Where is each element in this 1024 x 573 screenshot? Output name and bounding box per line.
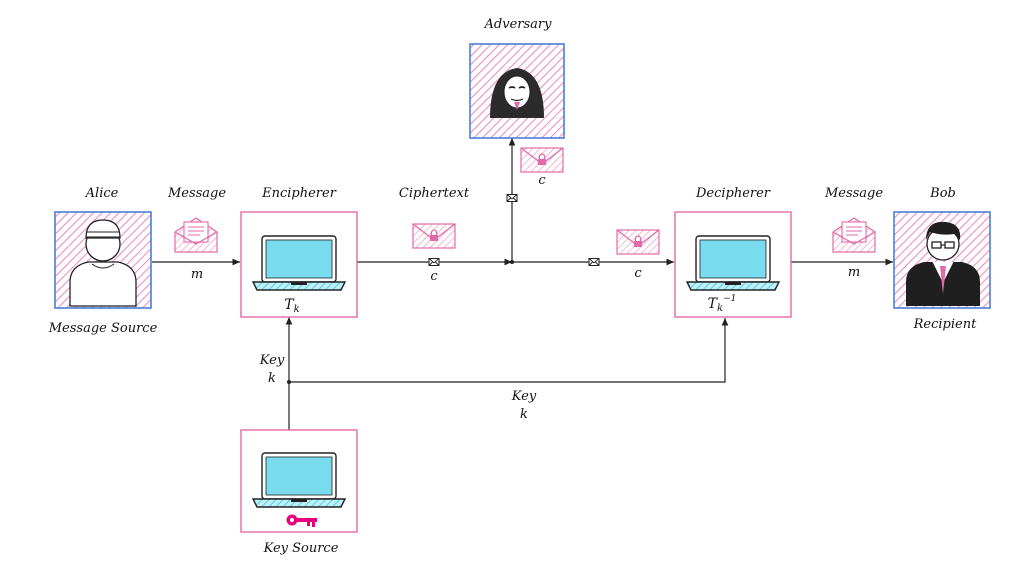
message-left-label: Message (167, 186, 226, 201)
cipher-junction-dot (510, 260, 514, 264)
c-adversary-label: c (538, 173, 546, 188)
c-right-label: c (634, 266, 642, 281)
alice-avatar-icon (69, 219, 137, 307)
m-left-label: m (191, 267, 203, 282)
wire-key-to-decipherer (289, 318, 729, 383)
t-k-label: Tk (284, 297, 299, 315)
key-right-var: k (520, 407, 528, 422)
m-right-label: m (848, 265, 860, 280)
hacker-mask-icon (490, 68, 544, 118)
open-mail-icon (174, 217, 218, 253)
key-right-label: Key (511, 389, 537, 404)
intercepted-envelope-icon (520, 147, 564, 173)
bob-label: Bob (929, 186, 956, 201)
mini-envelope-icon (588, 258, 600, 266)
laptop-icon (686, 235, 780, 291)
recipient-label: Recipient (913, 317, 977, 332)
locked-envelope-icon (616, 229, 660, 255)
mini-envelope-icon (506, 194, 518, 202)
encipherer-label: Encipherer (261, 186, 337, 201)
open-mail-icon (832, 217, 876, 253)
mini-envelope-icon (428, 258, 440, 266)
key-left-label: Key (259, 353, 285, 368)
message-right-label: Message (824, 186, 883, 201)
message-source-label: Message Source (48, 321, 158, 336)
t-inverse-label: Tk−1 (708, 294, 737, 314)
key-source-label: Key Source (263, 541, 339, 556)
c-main-label: c (430, 269, 438, 284)
alice-label: Alice (85, 186, 119, 201)
key-junction-dot (287, 380, 291, 384)
decipherer-label: Decipherer (695, 186, 771, 201)
laptop-icon (252, 235, 346, 291)
key-left-var: k (268, 371, 276, 386)
adversary-label: Adversary (484, 17, 553, 32)
key-icon (286, 514, 317, 527)
bob-avatar-icon (906, 221, 980, 306)
locked-envelope-icon (412, 223, 456, 249)
laptop-icon (252, 452, 346, 508)
ciphertext-label: Ciphertext (399, 186, 470, 201)
